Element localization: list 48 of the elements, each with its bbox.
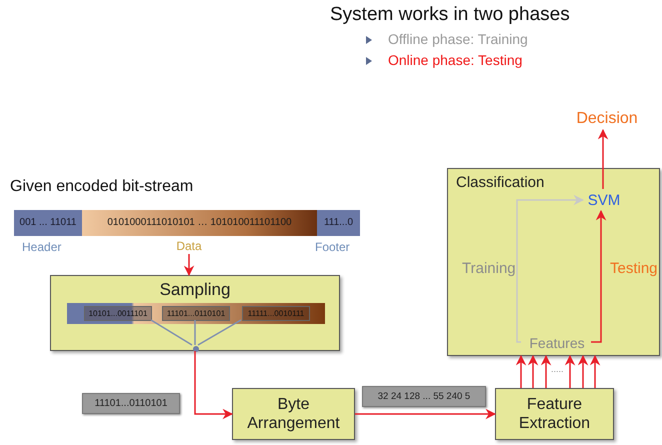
ellipsis: ..... [551,364,564,374]
classification-box [447,168,660,356]
arrow [516,194,584,343]
box-text: 001 ... 11011 [20,217,76,229]
arrow [598,128,608,189]
box-text: Classification [455,173,546,192]
merge-point [193,346,199,352]
box-text: 11101...0110101 [94,398,168,410]
byte-chip [82,393,180,414]
box-text: Byte Arrangement [246,394,341,434]
edge-label: Training [462,260,516,277]
sample-chunk [162,306,230,321]
arrow [540,354,552,388]
bullet-text: Online phase: Testing [388,52,522,68]
box-text: 11101...0110101 [166,308,226,318]
arrow [528,354,538,388]
box-text: Feature Extraction [518,394,592,434]
value-chip [362,386,486,407]
process-box [232,388,355,440]
footer-segment [317,210,360,236]
box-text: 111...0 [324,217,354,229]
box-text: 32 24 128 ... 55 240 5 [378,390,470,402]
data-segment [82,210,317,236]
section-heading: Given encoded bit-stream [10,178,194,196]
header-segment [14,210,82,236]
arrow [578,354,588,388]
bullet-text: Offline phase: Training [388,31,528,47]
arrow [355,408,496,420]
segment-caption: Footer [315,240,350,254]
sampling-box [50,275,340,351]
title: System works in two phases [330,4,570,26]
arrow [590,354,600,388]
arrow [564,354,576,388]
data-label: Data [176,239,202,254]
features-label: Features [529,334,585,352]
edge-label: Testing [610,260,658,277]
sample-chunk [242,306,310,321]
arrow [591,210,606,343]
process-box [495,388,614,440]
svm-label: SVM [588,192,620,210]
segment-caption: Header [22,240,62,254]
box-text: Sampling [158,279,232,300]
box-text: 0101000111010101 … 101010011101100 [107,217,292,229]
arrow [184,254,194,276]
arrow [516,354,526,388]
arrow [194,351,234,420]
box-text: 11111...0010111 [248,308,304,318]
decision-label: Decision [576,109,638,129]
